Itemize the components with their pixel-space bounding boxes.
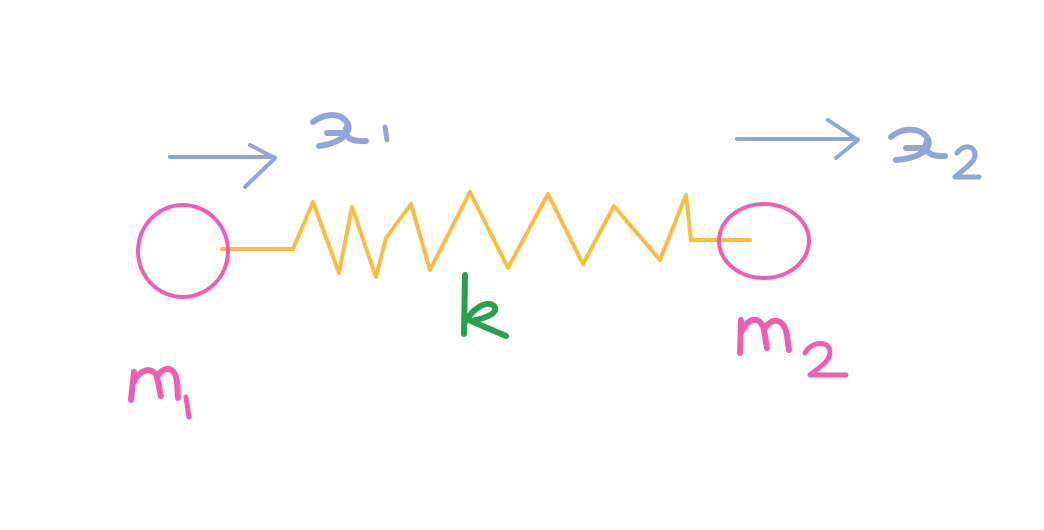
label-m1-m [128, 366, 181, 403]
spring [220, 190, 752, 279]
label-m2-m [737, 316, 792, 356]
label-k-stroke [461, 272, 509, 339]
label-x2-subscript [952, 144, 982, 180]
mass-1-circle [136, 203, 230, 299]
label-m2 [737, 316, 849, 378]
label-x1 [310, 112, 390, 149]
label-m1-subscript [183, 394, 192, 420]
displacement-arrow-2 [735, 118, 860, 160]
label-k [461, 272, 509, 339]
arrow-1-head-icon [243, 143, 277, 189]
label-x2 [888, 126, 982, 180]
mass-2-circle [717, 202, 811, 280]
label-x1-subscript [382, 124, 390, 143]
label-x2-x [888, 126, 948, 163]
spring-coil [291, 190, 693, 279]
label-x1-x [310, 112, 369, 149]
label-m2-subscript [802, 341, 849, 378]
arrow-2-head-icon [826, 118, 860, 160]
displacement-arrow-1 [168, 143, 277, 189]
label-m1 [128, 366, 192, 420]
